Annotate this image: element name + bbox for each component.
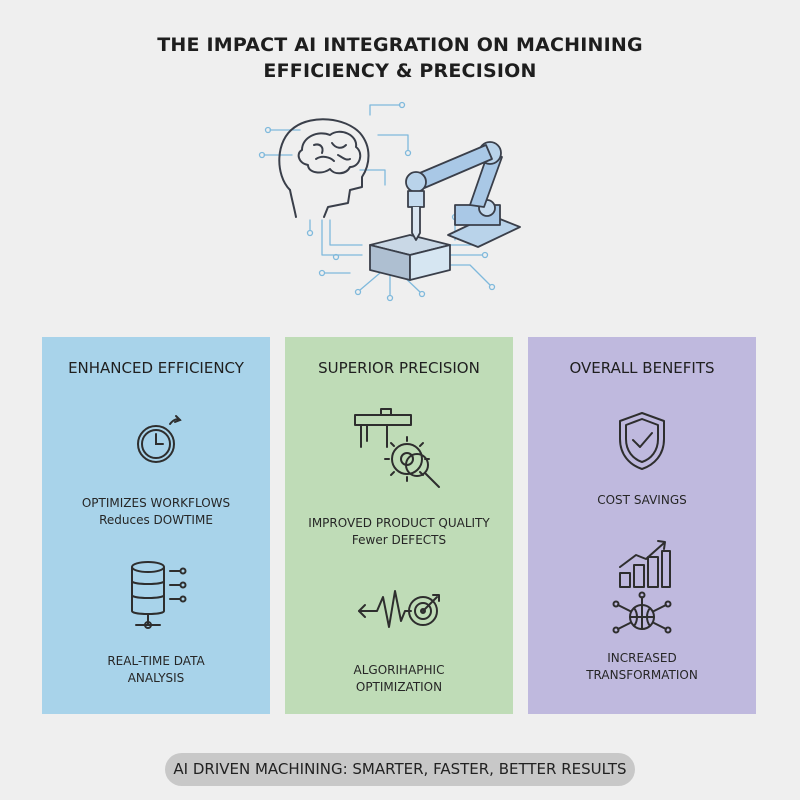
page-title: THE IMPACT AI INTEGRATION ON MACHINING E…: [0, 32, 800, 84]
item-label-line-1: IMPROVED PRODUCT QUALITY: [308, 516, 490, 530]
panel-title: ENHANCED EFFICIENCY: [68, 359, 244, 377]
list-item: INCREASED TRANSFORMATION: [528, 650, 756, 684]
growth-chart-network-icon: [608, 537, 678, 641]
panel-title: OVERALL BENEFITS: [569, 359, 715, 377]
footer-banner: AI DRIVEN MACHINING: SMARTER, FASTER, BE…: [165, 753, 635, 786]
database-icon: [126, 559, 196, 639]
brain-head-icon: [278, 118, 370, 218]
panel-superior-precision: SUPERIOR PRECISION IMPROVED PRODUCT QUAL…: [285, 337, 513, 714]
list-item: OPTIMIZES WORKFLOWS Reduces DOWTIME: [42, 495, 270, 529]
item-label-line-1: ALGORIHAPHIC: [353, 663, 445, 677]
item-label-line-2: OPTIMIZATION: [355, 680, 443, 694]
caliper-gear-magnifier-icon: [351, 407, 447, 497]
list-item: COST SAVINGS: [528, 492, 756, 509]
list-item: IMPROVED PRODUCT QUALITY Fewer DEFECTS: [285, 515, 513, 549]
waveform-target-icon: [355, 583, 445, 639]
title-line-2: EFFICIENCY & PRECISION: [263, 60, 537, 82]
panel-overall-benefits: OVERALL BENEFITS COST SAVINGS IN: [528, 337, 756, 714]
item-label-line-2: Reduces DOWTIME: [99, 513, 213, 527]
workpiece-block-icon: [369, 234, 451, 281]
list-item: ALGORIHAPHIC OPTIMIZATION: [285, 662, 513, 696]
panel-enhanced-efficiency: ENHANCED EFFICIENCY OPTIMIZES WORKFLOWS …: [42, 337, 270, 714]
item-label-line-1: REAL-TIME DATA: [107, 654, 205, 668]
item-label-line-1: COST SAVINGS: [597, 493, 687, 507]
ai-robot-arm-illustration: [250, 95, 550, 305]
item-label-line-2: Fewer DEFECTS: [351, 533, 447, 547]
item-label-line-2: ANALYSIS: [127, 671, 185, 685]
item-label-line-1: INCREASED: [607, 651, 677, 665]
list-item: REAL-TIME DATA ANALYSIS: [42, 653, 270, 687]
title-line-1: THE IMPACT AI INTEGRATION ON MACHINING: [157, 34, 643, 56]
item-label-line-1: OPTIMIZES WORKFLOWS: [81, 496, 231, 510]
robot-arm-icon: [405, 141, 521, 248]
panel-title: SUPERIOR PRECISION: [318, 359, 480, 377]
shield-check-icon: [614, 409, 670, 473]
item-label-line-2: TRANSFORMATION: [586, 668, 698, 682]
clock-icon: [130, 412, 186, 468]
